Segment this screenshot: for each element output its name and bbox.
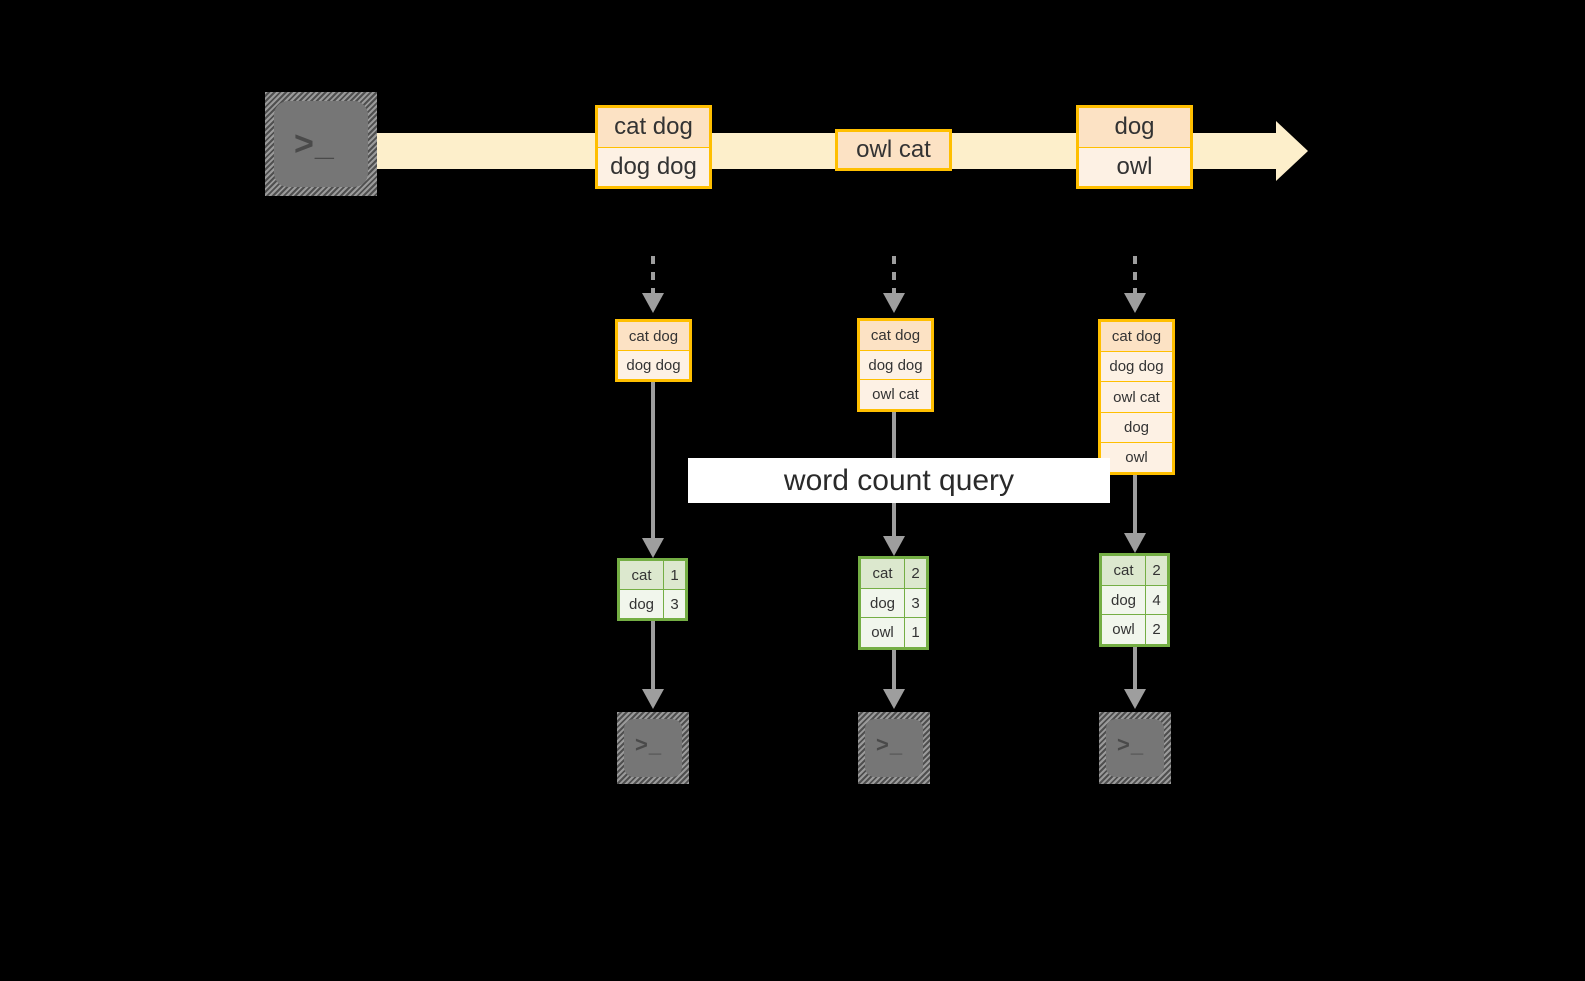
result-word: cat: [1102, 556, 1145, 585]
stream-message-1[interactable]: cat dog dog dog: [595, 105, 712, 189]
batch-3-trigger-arrowhead: [1124, 293, 1146, 313]
table-row: dog 3: [620, 589, 685, 618]
batch-3-sink-terminal-screen: >_: [1106, 719, 1164, 777]
batch-2-sink-terminal-icon[interactable]: >_: [858, 712, 930, 784]
stream-message-3[interactable]: dog owl: [1076, 105, 1193, 189]
word-count-query-label: word count query: [688, 458, 1110, 503]
batch-3-message-line: owl: [1101, 441, 1172, 473]
batch-1-sink-terminal-icon[interactable]: >_: [617, 712, 689, 784]
batch-1-trigger-arrowhead: [642, 293, 664, 313]
batch-2-message-line: cat dog: [860, 321, 931, 350]
stream-message-2-line-1: owl cat: [838, 132, 949, 168]
result-count: 4: [1145, 585, 1167, 615]
batch-3-message-line: cat dog: [1101, 322, 1172, 352]
batch-3-message-line: owl cat: [1101, 381, 1172, 412]
batch-2-sink-terminal-screen: >_: [865, 719, 923, 777]
result-word: dog: [861, 588, 904, 618]
batch-3-query-line: [1133, 475, 1137, 537]
table-row: owl 1: [861, 617, 926, 648]
batch-1-sink-terminal-screen: >_: [624, 719, 682, 777]
result-count: 1: [904, 618, 926, 648]
result-word: owl: [1102, 615, 1145, 645]
result-count: 1: [663, 561, 685, 589]
batch-3-sink-arrowhead: [1124, 689, 1146, 709]
batch-2-message-line: owl cat: [860, 379, 931, 410]
table-row: cat 2: [1102, 556, 1167, 585]
result-word: owl: [861, 618, 904, 648]
batch-2-trigger-line: [892, 256, 896, 296]
batch-3-query-arrowhead: [1124, 533, 1146, 553]
table-row: cat 1: [620, 561, 685, 589]
result-word: cat: [620, 561, 663, 589]
result-count: 2: [904, 559, 926, 588]
batch-1-query-line: [651, 382, 655, 542]
stream-message-3-line-2: owl: [1079, 146, 1190, 186]
batch-1-trigger-line: [651, 256, 655, 296]
result-count: 2: [1145, 556, 1167, 585]
batch-3-message-line: dog dog: [1101, 351, 1172, 382]
batch-3-sink-line: [1133, 647, 1137, 693]
batch-1-sink-arrowhead: [642, 689, 664, 709]
batch-3-sink-terminal-prompt: >_: [1117, 732, 1145, 757]
batch-1-messages[interactable]: cat dog dog dog: [615, 319, 692, 382]
batch-2-trigger-arrowhead: [883, 293, 905, 313]
batch-2-sink-line: [892, 650, 896, 693]
batch-1-sink-terminal-prompt: >_: [635, 732, 663, 757]
table-row: dog 4: [1102, 584, 1167, 615]
stream-message-1-line-2: dog dog: [598, 146, 709, 186]
stream-message-1-line-1: cat dog: [598, 108, 709, 147]
source-terminal-prompt: >_: [294, 125, 335, 163]
result-count: 3: [663, 590, 685, 618]
batch-1-message-line: dog dog: [618, 350, 689, 379]
batch-1-sink-line: [651, 621, 655, 693]
batch-1-query-arrowhead: [642, 538, 664, 558]
stream-message-2[interactable]: owl cat: [835, 129, 952, 171]
batch-3-messages[interactable]: cat dog dog dog owl cat dog owl: [1098, 319, 1175, 475]
batch-2-sink-terminal-prompt: >_: [876, 732, 904, 757]
table-row: dog 3: [861, 587, 926, 618]
batch-1-result-table[interactable]: cat 1 dog 3: [617, 558, 688, 621]
result-count: 3: [904, 588, 926, 618]
result-word: dog: [620, 590, 663, 618]
batch-2-message-line: dog dog: [860, 349, 931, 380]
result-word: dog: [1102, 585, 1145, 615]
event-stream-arrowhead: [1276, 121, 1308, 181]
batch-3-result-table[interactable]: cat 2 dog 4 owl 2: [1099, 553, 1170, 647]
batch-2-sink-arrowhead: [883, 689, 905, 709]
stream-message-3-line-1: dog: [1079, 108, 1190, 147]
result-word: cat: [861, 559, 904, 588]
source-terminal-icon[interactable]: >_: [265, 92, 377, 196]
table-row: owl 2: [1102, 614, 1167, 645]
batch-1-message-line: cat dog: [618, 322, 689, 350]
batch-2-result-table[interactable]: cat 2 dog 3 owl 1: [858, 556, 929, 650]
batch-2-messages[interactable]: cat dog dog dog owl cat: [857, 318, 934, 412]
table-row: cat 2: [861, 559, 926, 588]
result-count: 2: [1145, 615, 1167, 645]
batch-3-sink-terminal-icon[interactable]: >_: [1099, 712, 1171, 784]
source-terminal-screen: >_: [274, 101, 368, 187]
batch-3-trigger-line: [1133, 256, 1137, 296]
batch-3-message-line: dog: [1101, 411, 1172, 442]
batch-2-query-arrowhead: [883, 536, 905, 556]
